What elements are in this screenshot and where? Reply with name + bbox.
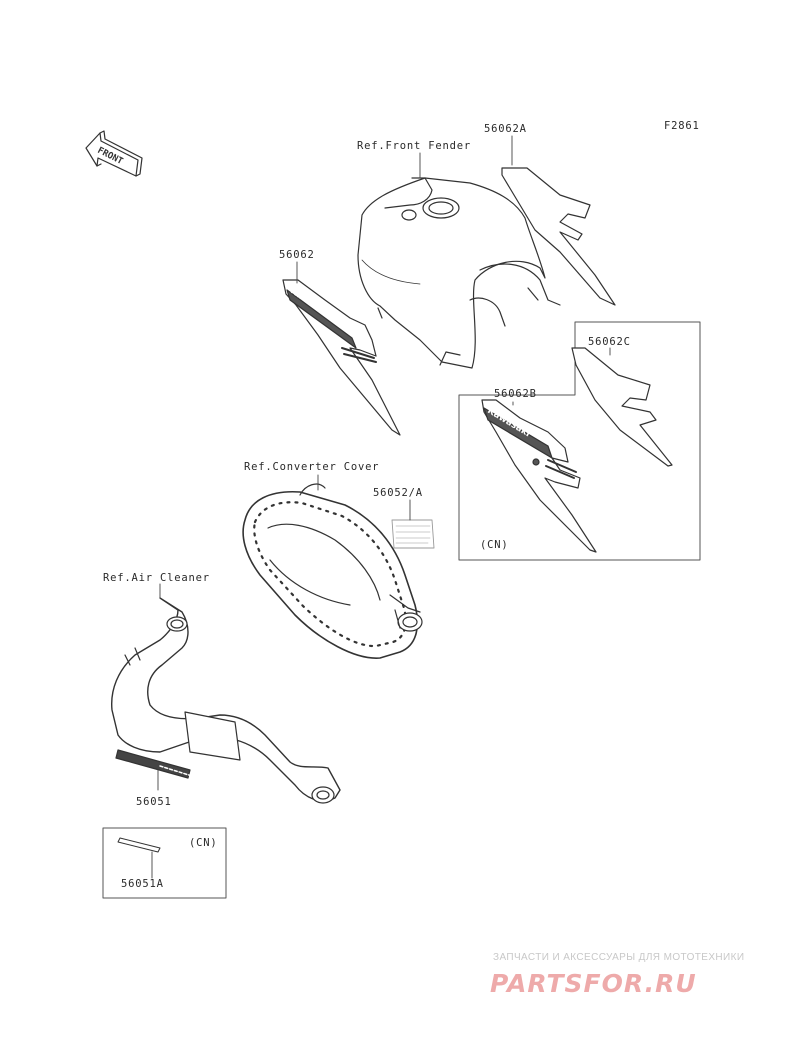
decal-56052A-drawing <box>391 519 435 549</box>
ref-air-cleaner-label[interactable]: Ref.Air Cleaner <box>103 572 210 584</box>
cn-variant-box-lower <box>102 827 227 899</box>
front-fender-drawing <box>357 177 561 369</box>
decal-56051-drawing <box>115 749 193 779</box>
cn-variant-box-upper <box>458 321 701 561</box>
ref-converter-cover-label[interactable]: Ref.Converter Cover <box>244 461 380 473</box>
converter-cover-drawing <box>242 483 423 659</box>
part-number-56062C[interactable]: 56062C <box>588 336 631 348</box>
watermark-subtitle: ЗАПЧАСТИ И АКСЕССУАРЫ ДЛЯ МОТОТЕХНИКИ <box>493 952 745 963</box>
part-number-56051[interactable]: 56051 <box>136 796 172 808</box>
cn-variant-label-lower: (CN) <box>189 837 218 849</box>
part-number-56062B[interactable]: 56062B <box>494 388 537 400</box>
part-number-56062A[interactable]: 56062A <box>484 123 527 135</box>
decal-56062C-drawing <box>571 347 673 467</box>
ref-front-fender-label[interactable]: Ref.Front Fender <box>357 140 471 152</box>
watermark-logo: PARTSFOR.RU <box>490 969 697 998</box>
part-number-56052A[interactable]: 56052/A <box>373 487 423 499</box>
decal-56062A-drawing <box>501 167 616 306</box>
part-number-56051A[interactable]: 56051A <box>121 878 164 890</box>
figure-id-label: F2861 <box>664 120 700 132</box>
leader-lines <box>151 135 611 879</box>
front-arrow-icon: FRONT <box>85 130 143 177</box>
part-number-56062[interactable]: 56062 <box>279 249 315 261</box>
cn-variant-label-upper: (CN) <box>480 539 509 551</box>
watermark-logo-text: PARTSFOR.RU <box>490 969 697 998</box>
decal-56062B-drawing: Kawasaki <box>481 399 597 553</box>
air-cleaner-duct-drawing <box>111 597 341 804</box>
